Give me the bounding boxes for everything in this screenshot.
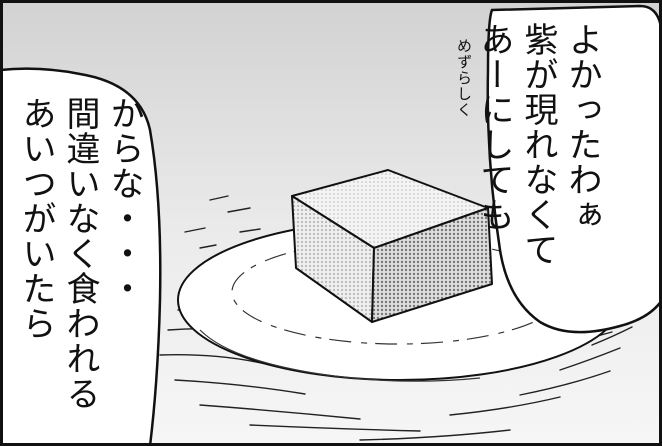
speech-bubble-left: [0, 67, 162, 446]
speech-bubble-right: [486, 4, 662, 334]
tofu-block: [291, 169, 493, 323]
speech-text-right: よかったわぁ 紫が現れなくて あーにしても: [474, 22, 602, 267]
speech-text-left: からな・・・ 間違いなく食われる あいつがいたら: [16, 96, 144, 411]
sfx-note-text: めずらしく: [455, 38, 473, 118]
